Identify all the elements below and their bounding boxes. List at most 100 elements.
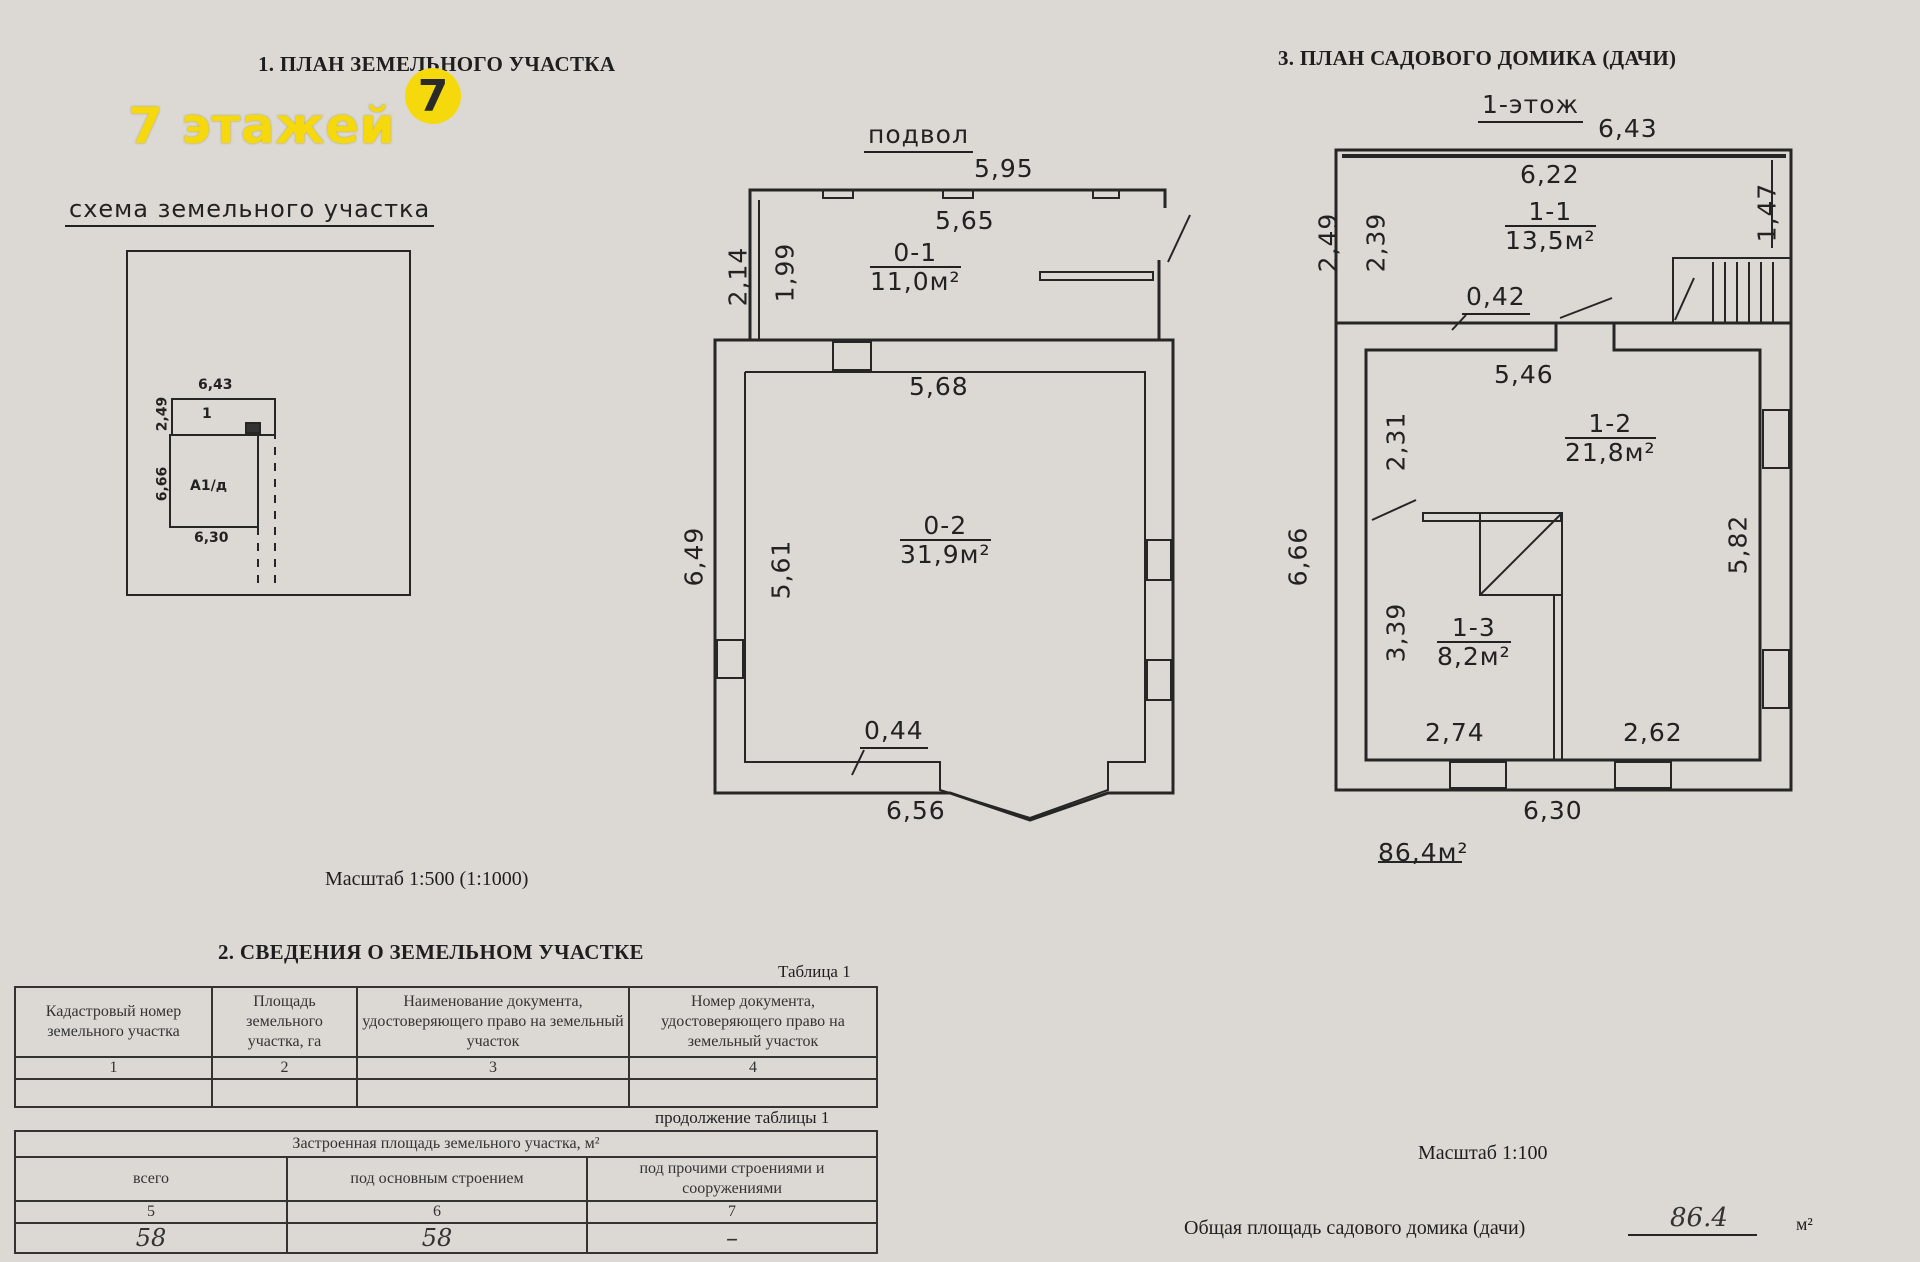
table2-num-7: 7 xyxy=(586,1200,878,1224)
house-partition-vertical xyxy=(1553,594,1563,761)
basement-title: подвол xyxy=(864,120,973,153)
house-stair-door xyxy=(1674,277,1695,321)
table2-num-6: 6 xyxy=(286,1200,588,1224)
house-main-outer xyxy=(1334,321,1793,792)
house-dim-bottom-left: 2,74 xyxy=(1425,718,1485,747)
house-window-right-2 xyxy=(1762,649,1790,709)
house-window-bottom-2 xyxy=(1614,761,1672,789)
site-room-main: А1/д xyxy=(190,478,227,494)
table1-cell-empty xyxy=(14,1078,213,1108)
basement-room-0-1-id: 0-1 xyxy=(870,239,961,268)
table1-num-1: 1 xyxy=(14,1056,213,1080)
table-2: Застроенная площадь земельного участка, … xyxy=(14,1130,878,1254)
house-dim-left-inner-top: 2,39 xyxy=(1361,212,1391,273)
house-room-1-3-id: 1-3 xyxy=(1437,614,1511,643)
total-area-unit: м² xyxy=(1796,1214,1813,1234)
table-1: Кадастровый номер земельного участка Пло… xyxy=(14,986,878,1108)
site-porch xyxy=(245,422,261,434)
site-dim-left-main: 6,66 xyxy=(154,466,171,502)
basement-wall-leader xyxy=(851,749,865,776)
table1-header-cadastral: Кадастровый номер земельного участка xyxy=(14,986,213,1058)
house-dim-left-mid: 2,31 xyxy=(1381,411,1411,472)
section3-title: 3. ПЛАН САДОВОГО ДОМИКА (ДАЧИ) xyxy=(1278,46,1677,70)
house-dim-left-outer-top: 2,49 xyxy=(1313,212,1343,273)
house-wall-leader xyxy=(1451,314,1467,331)
basement-dim-wall: 0,44 xyxy=(860,716,928,749)
handwritten-total-area: 86,4м² xyxy=(1378,838,1469,867)
basement-room-0-2-outer xyxy=(713,338,1175,822)
basement-door-swing xyxy=(1167,214,1191,263)
house-partition-top xyxy=(1422,512,1562,522)
table1-header-area: Площадь земельного участка, га xyxy=(211,986,358,1058)
house-room-1-1-area: 13,5м² xyxy=(1505,226,1596,255)
site-dim-bottom: 6,30 xyxy=(194,530,229,546)
basement-room-0-2-label: 0-2 31,9м² xyxy=(900,512,991,568)
house-room-1-2-id: 1-2 xyxy=(1565,410,1656,439)
basement-dim-bottom: 6,56 xyxy=(886,796,946,825)
basement-room-0-2-inner xyxy=(744,371,1146,820)
table1-cell-empty xyxy=(211,1078,358,1108)
house-dim-top-outer: 6,43 xyxy=(1598,114,1658,143)
table1-num-2: 2 xyxy=(211,1056,358,1080)
basement-window-2 xyxy=(942,189,974,199)
site-building-main xyxy=(169,434,259,528)
table1-caption: Таблица 1 xyxy=(778,962,851,981)
table2-caption: продолжение таблицы 1 xyxy=(655,1108,830,1127)
house-room-1-1-label: 1-1 13,5м² xyxy=(1505,198,1596,254)
house-window-bottom-1 xyxy=(1449,761,1507,789)
table1-num-3: 3 xyxy=(356,1056,630,1080)
basement-room-0-1-area: 11,0м² xyxy=(870,267,961,296)
house-dim-right-inner: 5,82 xyxy=(1723,514,1753,575)
house-dim-right-top: 1,47 xyxy=(1752,182,1782,243)
basement-dim-top-outer: 5,95 xyxy=(974,154,1034,183)
table1-cell-empty xyxy=(628,1078,878,1108)
table2-header-main: под основным строением xyxy=(286,1156,588,1202)
house-dim-bottom-outer: 6,30 xyxy=(1523,796,1583,825)
table2-header-total: всего xyxy=(14,1156,288,1202)
house-dim-mid-inner: 5,46 xyxy=(1494,360,1554,389)
watermark-logo-icon: 7 xyxy=(405,68,461,124)
table1-header-document: Наименование документа, удостоверяющего … xyxy=(356,986,630,1058)
house-room-1-2-area: 21,8м² xyxy=(1565,438,1656,467)
basement-dim-mid-inner: 5,68 xyxy=(909,372,969,401)
house-room-1-2-label: 1-2 21,8м² xyxy=(1565,410,1656,466)
basement-partition xyxy=(1039,271,1154,281)
table2-value-other: – xyxy=(586,1222,878,1254)
basement-window-3 xyxy=(1092,189,1120,199)
house-room-1-1-outer xyxy=(1334,148,1793,325)
house-dim-left-low: 3,39 xyxy=(1381,602,1411,663)
watermark-text: 7 этажей xyxy=(128,97,396,155)
table1-num-4: 4 xyxy=(628,1056,878,1080)
table2-value-total: 58 xyxy=(14,1222,288,1254)
table2-num-5: 5 xyxy=(14,1200,288,1224)
basement-door-top xyxy=(832,341,872,371)
site-room-1: 1 xyxy=(202,406,212,422)
house-door-1-2 xyxy=(1559,297,1613,319)
basement-dim-left-outer: 2,14 xyxy=(723,246,753,307)
basement-window-right-2 xyxy=(1146,659,1172,701)
house-door-1-3 xyxy=(1371,499,1417,521)
basement-dim-left-inner: 1,99 xyxy=(770,242,800,303)
basement-dim-top-inner: 5,65 xyxy=(935,206,995,235)
basement-window-1 xyxy=(822,189,854,199)
site-boundary xyxy=(126,250,411,596)
basement-window-right-1 xyxy=(1146,539,1172,581)
house-dim-top-inner: 6,22 xyxy=(1520,160,1580,189)
section1-scale: Масштаб 1:500 (1:1000) xyxy=(325,868,529,890)
house-dim-bottom-right: 2,62 xyxy=(1623,718,1683,747)
house-chimney xyxy=(1479,512,1563,596)
house-dim-wall: 0,42 xyxy=(1462,282,1530,315)
total-area-value: 86.4 xyxy=(1670,1203,1728,1233)
site-scheme-label: схема земельного участка xyxy=(65,195,435,227)
site-dim-top: 6,43 xyxy=(198,377,233,393)
basement-room-0-2-area: 31,9м² xyxy=(900,540,991,569)
table2-header-other: под прочими строениями и сооружениями xyxy=(586,1156,878,1202)
basement-dim-left-big-inner: 5,61 xyxy=(766,539,796,600)
floor-label: 1-этож xyxy=(1478,90,1584,123)
basement-window-left xyxy=(716,639,744,679)
house-room-1-3-label: 1-3 8,2м² xyxy=(1437,614,1511,670)
table1-header-doc-number: Номер документа, удостоверяющего право н… xyxy=(628,986,878,1058)
house-chimney-diagonal xyxy=(1479,512,1563,596)
section3-scale: Масштаб 1:100 xyxy=(1418,1142,1548,1164)
